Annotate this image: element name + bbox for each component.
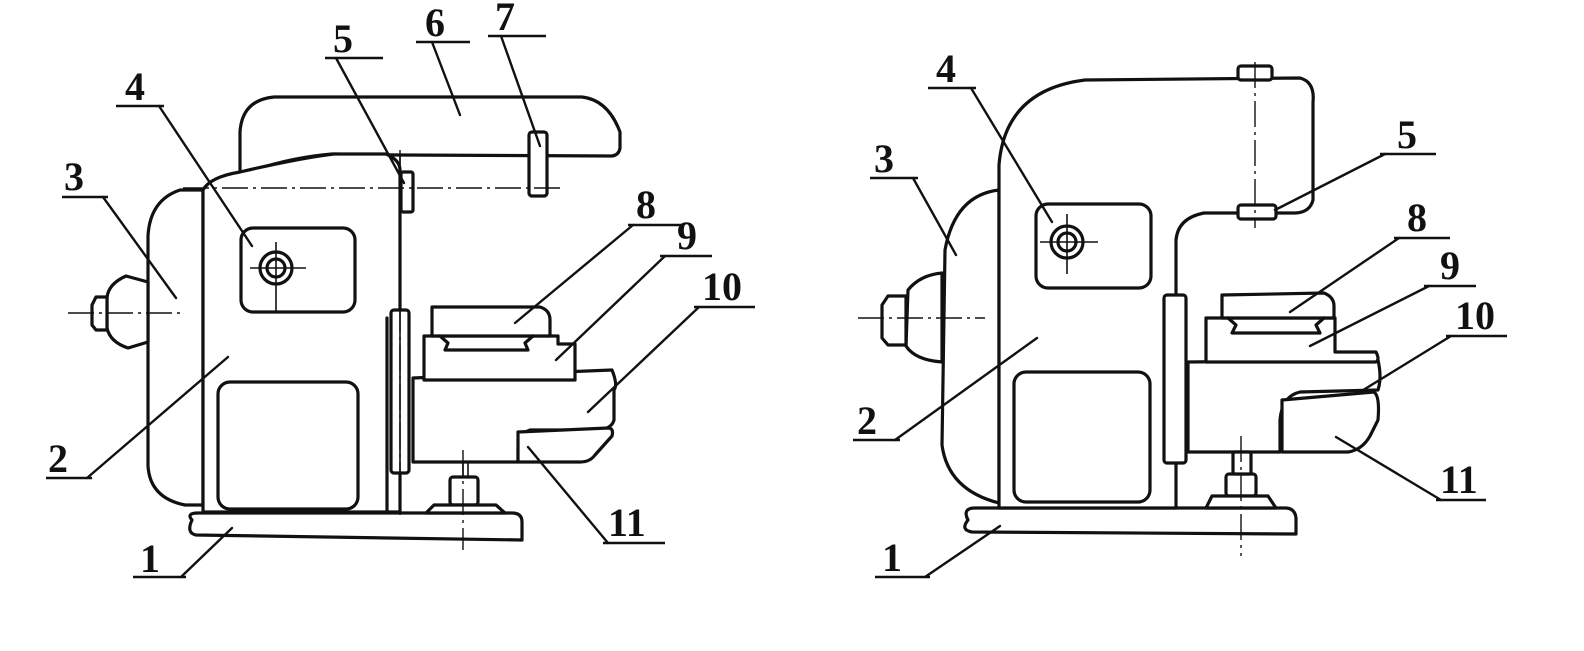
callout-2-right: 2 [857, 398, 877, 443]
figure-vertical [858, 62, 1382, 556]
motor-housing-left [146, 188, 205, 507]
callout-5-left: 5 [333, 16, 353, 61]
base-plate-right [963, 506, 1298, 536]
callout-8-left: 8 [636, 182, 656, 227]
knee-right [1186, 358, 1382, 454]
callout-2-left: 2 [48, 436, 68, 481]
callout-9-right: 9 [1440, 243, 1460, 288]
saddle-left [516, 426, 615, 464]
inspection-window-left [239, 226, 357, 314]
column-door-left [216, 380, 360, 511]
table-right [1204, 316, 1380, 364]
figure-horizontal [68, 95, 622, 550]
callout-3-left: 3 [64, 154, 84, 199]
callout-3-right: 3 [874, 136, 894, 181]
callout-1-left: 1 [140, 536, 160, 581]
callout-10-right: 10 [1455, 293, 1495, 338]
callout-1-right: 1 [882, 535, 902, 580]
inspection-window-right [1034, 202, 1153, 290]
callouts-left: 1 2 3 4 5 6 7 8 9 10 [46, 0, 755, 581]
callout-5-right: 5 [1397, 112, 1417, 157]
base-plate-left [188, 511, 524, 542]
callouts-right: 1 2 3 4 5 8 9 10 11 [853, 46, 1507, 580]
callout-10-left: 10 [702, 264, 742, 309]
callout-8-right: 8 [1407, 195, 1427, 240]
vise-right [1220, 291, 1336, 320]
column-left [201, 152, 402, 514]
callout-9-left: 9 [677, 213, 697, 258]
arbor-support-left [527, 130, 549, 198]
callout-11-left: 11 [608, 500, 646, 545]
callout-11-right: 11 [1440, 457, 1478, 502]
vise-left [430, 305, 552, 338]
column-right [997, 76, 1315, 510]
vertical-guide-right [1162, 293, 1188, 465]
pulley-left [105, 274, 150, 350]
column-door-right [1012, 370, 1152, 504]
callout-4-right: 4 [936, 46, 956, 91]
callout-6-left: 6 [425, 0, 445, 45]
callout-4-left: 4 [125, 64, 145, 109]
saddle-right [1280, 390, 1381, 454]
table-left [422, 334, 577, 382]
motor-housing-right [940, 188, 1001, 505]
callout-7-left: 7 [495, 0, 515, 39]
